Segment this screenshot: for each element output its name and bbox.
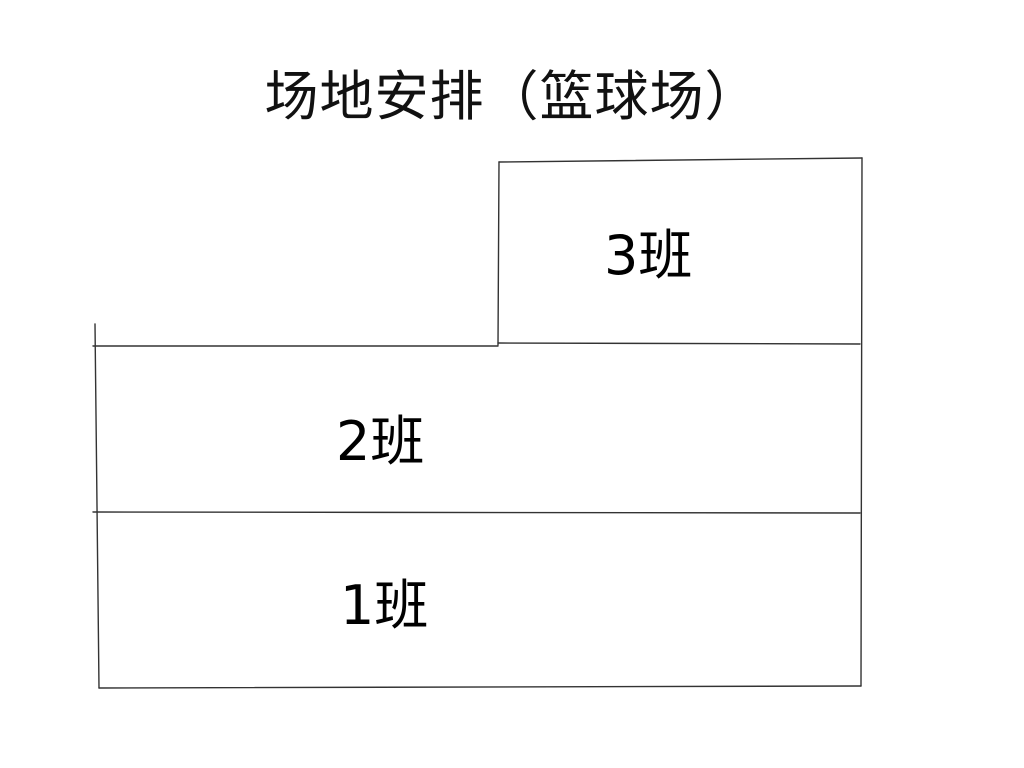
court-bottom-edge (98, 685, 862, 689)
zone-label-class-2: 2班 (336, 410, 425, 473)
court-left-edge (94, 323, 100, 689)
court-right-edge (860, 157, 863, 687)
class-2-class-1-divider (92, 511, 861, 514)
zone-label-class-1: 1班 (340, 574, 429, 637)
class-3-left-edge (497, 161, 500, 346)
slide-title: 场地安排（篮球场） (264, 65, 760, 128)
class-3-top-edge (498, 157, 863, 163)
zone-label-class-3: 3班 (604, 224, 693, 287)
class-3-class-2-divider (497, 342, 861, 345)
